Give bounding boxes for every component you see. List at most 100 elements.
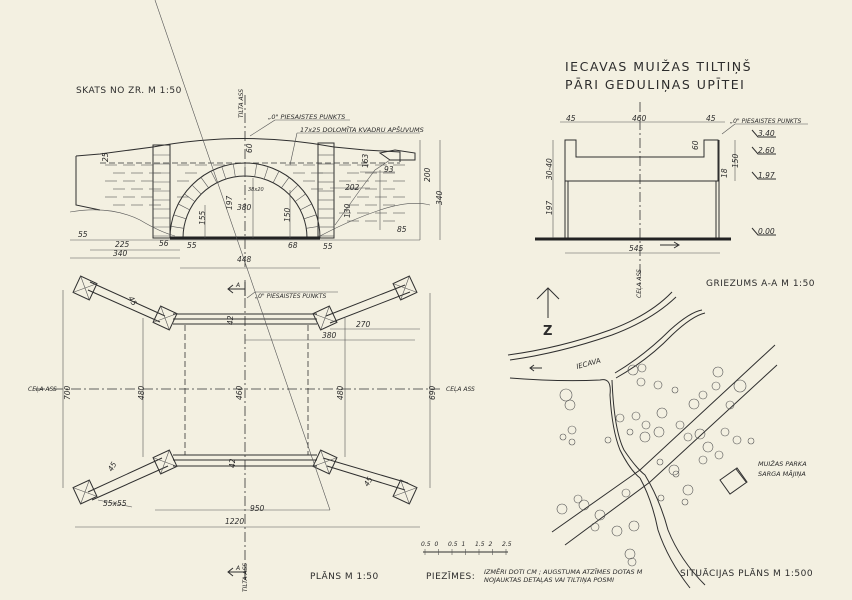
svg-text:202: 202: [345, 183, 360, 192]
right-pillar: [317, 142, 335, 239]
left-pillar: [152, 144, 171, 239]
svg-text:200: 200: [423, 167, 432, 182]
section-label: GRIEZUMS A-A M 1:50: [706, 279, 815, 289]
svg-text:270: 270: [356, 320, 371, 329]
tree: [698, 455, 708, 465]
scale-tick-label: 0.5: [448, 541, 458, 548]
svg-text:56: 56: [159, 239, 169, 248]
road-axis-right: CEĻA ASS: [446, 386, 475, 393]
guard-house: [719, 467, 748, 495]
road: [551, 344, 778, 546]
north-arrow: [536, 287, 560, 318]
north-label: Z: [543, 324, 553, 339]
svg-text:545: 545: [629, 244, 644, 253]
plan-label: PLĀNS M 1:50: [310, 571, 379, 582]
svg-text:42: 42: [226, 315, 235, 325]
tree: [631, 411, 641, 421]
broken-parapet: [378, 149, 416, 161]
svg-text:155: 155: [198, 210, 207, 225]
scale-tick-label: 0: [435, 541, 439, 548]
svg-text:340: 340: [435, 190, 444, 205]
parapets: [87, 281, 411, 501]
svg-text:25: 25: [101, 152, 110, 162]
tree: [564, 399, 576, 411]
tree: [556, 503, 568, 515]
level-marks: 3.40 2.60 1.97 0.00: [758, 129, 775, 236]
tree: [611, 525, 623, 537]
tree: [641, 420, 651, 430]
svg-text:460: 460: [235, 385, 244, 400]
svg-text:55: 55: [78, 230, 88, 239]
plan-dimensions: 45 42 270 380 700 480 460 480 690 45 45 …: [63, 295, 437, 527]
tree: [681, 498, 689, 506]
svg-text:380: 380: [237, 203, 252, 212]
svg-text:130: 130: [343, 203, 352, 218]
tree: [672, 470, 680, 478]
post-55x55: [312, 305, 338, 331]
title-line-1: IECAVAS MUIŽAS TILTIŅŠ: [565, 59, 752, 74]
tree: [559, 388, 573, 402]
svg-text:30-40: 30-40: [545, 158, 554, 180]
svg-text:55: 55: [187, 241, 197, 250]
plan-view: CEĻA ASS CEĻA ASS TILTA ASS „0" PIESAIST…: [28, 0, 475, 592]
tree: [714, 450, 724, 460]
tree: [688, 398, 700, 410]
scale-tick-label: 2: [489, 541, 493, 548]
tree: [578, 499, 590, 511]
tree: [747, 437, 755, 445]
notes-label: PIEZĪMES:: [426, 571, 475, 582]
tree: [624, 548, 636, 560]
post-55x55: [152, 305, 178, 331]
tree: [653, 426, 665, 438]
parapet-top-profile: [75, 138, 401, 162]
svg-text:480: 480: [336, 385, 345, 400]
svg-text:950: 950: [250, 504, 265, 513]
tree: [733, 379, 747, 393]
svg-text:163: 163: [361, 153, 370, 168]
tree: [675, 420, 685, 430]
tree: [671, 386, 679, 394]
svg-text:3.40: 3.40: [758, 129, 775, 138]
svg-text:700: 700: [63, 385, 72, 400]
svg-text:197: 197: [225, 195, 234, 210]
building-label-2: SARGA MĀJIŅA: [758, 469, 806, 478]
road-axis-left: CEĻA ASS: [28, 386, 57, 393]
tree: [657, 494, 665, 502]
tree: [628, 520, 640, 532]
svg-text:A: A: [235, 565, 240, 572]
svg-text:45: 45: [566, 114, 576, 123]
svg-text:0.00: 0.00: [758, 227, 775, 236]
cladding-note: 17x25 DOLOMĪTA KVADRU APŠUVUMS: [300, 125, 424, 134]
svg-text:340: 340: [113, 249, 128, 258]
scale-tick-label: 1: [462, 541, 466, 548]
deck-section: [564, 139, 719, 182]
section-marks: A A: [227, 282, 246, 580]
tree: [626, 428, 634, 436]
tree: [573, 494, 583, 504]
section-road-axis: CEĻA ASS: [636, 269, 643, 298]
tree: [627, 557, 637, 567]
svg-text:1.97: 1.97: [758, 171, 775, 180]
svg-text:85: 85: [397, 225, 407, 234]
tree: [568, 438, 576, 446]
tree: [627, 364, 639, 376]
level-mark-symbols: [751, 129, 776, 236]
tree: [656, 407, 668, 419]
svg-text:2.60: 2.60: [758, 146, 775, 155]
dolomite-cladding: [105, 164, 405, 222]
section-reference-point: „0" PIESAISTES PUNKTS: [730, 118, 802, 125]
elevation-label: SKATS NO ZR. M 1:50: [76, 86, 182, 96]
tree: [694, 428, 706, 440]
svg-text:45: 45: [362, 475, 375, 488]
site-plan-label: SITUĀCIJAS PLĀNS M 1:500: [680, 568, 813, 579]
svg-text:42: 42: [228, 458, 237, 468]
svg-text:690: 690: [428, 385, 437, 400]
svg-text:A: A: [235, 282, 240, 289]
svg-text:38x20: 38x20: [248, 187, 264, 193]
svg-text:93: 93: [384, 165, 394, 174]
tree: [732, 435, 742, 445]
svg-text:1220: 1220: [225, 517, 244, 526]
post-55x55: [72, 275, 98, 301]
tree: [711, 381, 721, 391]
